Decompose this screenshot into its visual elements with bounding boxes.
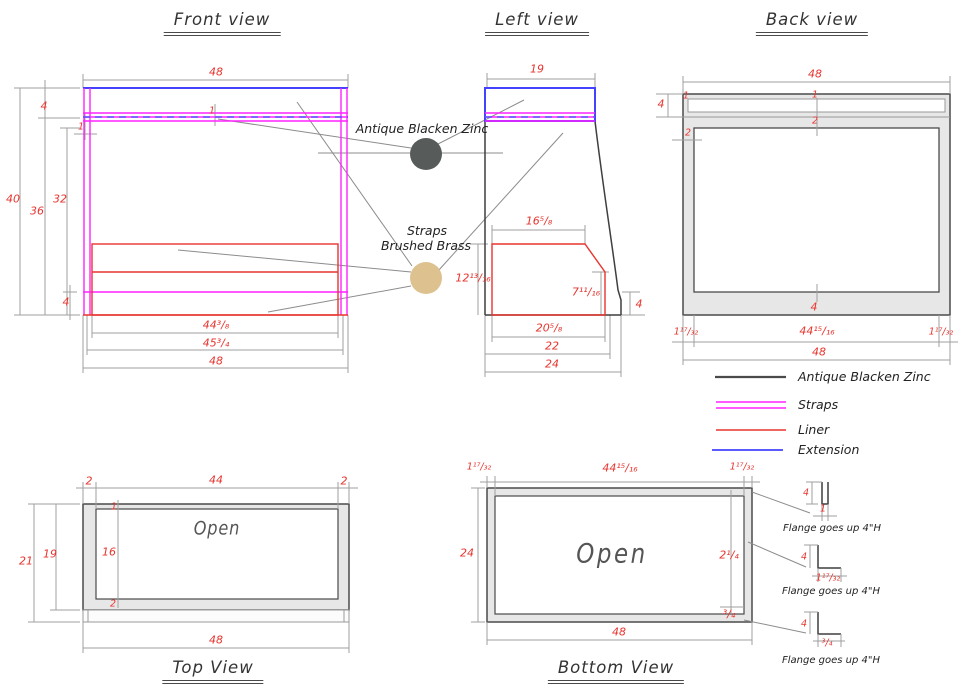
legend-label-liner: Liner [798,421,830,437]
flange1-note: Flange goes up 4"H [783,523,882,534]
dim-back-width-top: 48 [808,67,822,81]
dim-flange1-width: 1 [819,503,827,515]
dim-back-width-bottom: 48 [812,345,826,359]
dim-back-thickness-2-left: 2 [684,127,692,139]
bottomview-open-label: Open [576,538,648,570]
dim-bottomview-depth-24: 24 [460,546,474,560]
dim-back-bar-height: 4 [657,97,665,111]
dim-left-depth-24: 24 [545,357,559,371]
dim-back-margin-right: 1¹⁷/₃₂ [928,326,954,338]
dim-front-height-36: 36 [30,204,44,218]
dim-bottomview-right-2-14: 2¹/₄ [719,548,739,562]
dim-left-liner-right-height: 7¹¹/₁₆ [571,285,601,299]
top-view-object [82,503,350,623]
top-view-title: Top View [162,658,264,685]
legend-label-straps: Straps [798,396,839,412]
dim-left-foot-height: 4 [635,297,643,311]
front-view-dim-lines [14,74,349,373]
dim-topview-width-48: 48 [209,633,223,647]
top-view-dim-lines [28,482,358,653]
dim-front-liner-width: 44³/₈ [202,318,230,332]
dim-back-thickness-1-mid: 1 [811,89,819,101]
flange3-note: Flange goes up 4"H [782,655,881,666]
topview-open-label: Open [193,517,241,540]
bottom-view-title: Bottom View [547,658,685,685]
callout-leader-lines [177,99,564,313]
left-view-title: Left view [485,10,589,37]
dim-front-height-total: 40 [6,192,20,206]
dim-bottomview-margin-left: 1¹⁷/₃₂ [466,461,492,473]
dim-topview-tick-1: 1 [110,501,118,513]
dim-flange2-width: 1¹⁷/₃₂ [815,572,841,584]
dim-flange1-height: 4 [802,487,810,499]
straps-callout-line1: Straps [406,222,448,238]
dim-left-liner-bottom: 20⁵/₈ [535,321,563,335]
bottom-view-object [486,487,753,623]
dim-back-inner-width: 44¹⁵/₁₆ [799,324,835,338]
flange-leader-lines [743,491,811,634]
left-view-object-lines [484,87,622,316]
dim-front-width-top: 48 [209,65,223,79]
dim-front-width-bottom: 48 [209,354,223,368]
front-view-title: Front view [163,10,281,37]
dim-topview-tick-2: 2 [109,598,117,610]
flange-detail-lines [804,481,847,647]
dim-left-depth-top: 19 [530,62,544,76]
dim-flange3-height: 4 [800,618,808,630]
dim-topview-depth-21: 21 [19,554,33,568]
zinc-material-swatch [410,138,442,170]
dim-back-thickness-1-left: 1 [682,90,690,102]
dim-flange3-width: ³/₄ [821,637,833,649]
dim-left-liner-top: 16⁵/₈ [525,214,553,228]
dim-back-margin-left: 1¹⁷/₃₂ [673,326,699,338]
front-view-object-lines [83,87,348,316]
dim-front-center-tick: 1 [208,105,216,117]
dim-topview-inner-16: 16 [102,545,116,559]
dim-topview-left-2: 2 [85,474,93,488]
back-view-title: Back view [755,10,869,37]
dim-topview-inner-44: 44 [209,473,223,487]
back-view-dim-lines [656,76,958,365]
dim-front-height-32: 32 [53,192,67,206]
dim-back-bottom-bar: 4 [810,300,818,314]
dim-flange2-height: 4 [800,551,808,563]
dim-bottomview-corner-3-4: ³/₄ [722,607,736,621]
dim-front-strap-bottom: 4 [62,295,70,309]
straps-callout-line2: Brushed Brass [380,237,472,253]
dim-topview-depth-19: 19 [43,547,57,561]
back-view-object [682,93,951,316]
legend-swatch-lines [712,375,786,451]
legend-label-zinc: Antique Blacken Zinc [798,368,931,384]
left-view-dim-lines [470,73,645,377]
dim-bottomview-margin-right: 1¹⁷/₃₂ [729,461,755,473]
brass-material-swatch [410,262,442,294]
dim-front-strap-thickness: 1 [77,121,85,133]
dim-bottomview-width-48: 48 [612,625,626,639]
dim-bottomview-inner-width: 44¹⁵/₁₆ [602,461,638,475]
zinc-callout-label: Antique Blacken Zinc [355,120,489,136]
legend-label-extension: Extension [798,441,860,457]
bottom-view-dim-lines [471,476,760,645]
dim-front-width-45: 45³/₄ [202,336,230,350]
flange2-note: Flange goes up 4"H [782,586,881,597]
dim-front-ext-height: 4 [40,99,48,113]
dim-left-liner-height: 12¹³/₁₆ [455,271,491,285]
dim-topview-right-2: 2 [340,474,348,488]
dim-left-depth-22: 22 [545,339,559,353]
dim-back-thickness-2-mid: 2 [811,115,819,127]
